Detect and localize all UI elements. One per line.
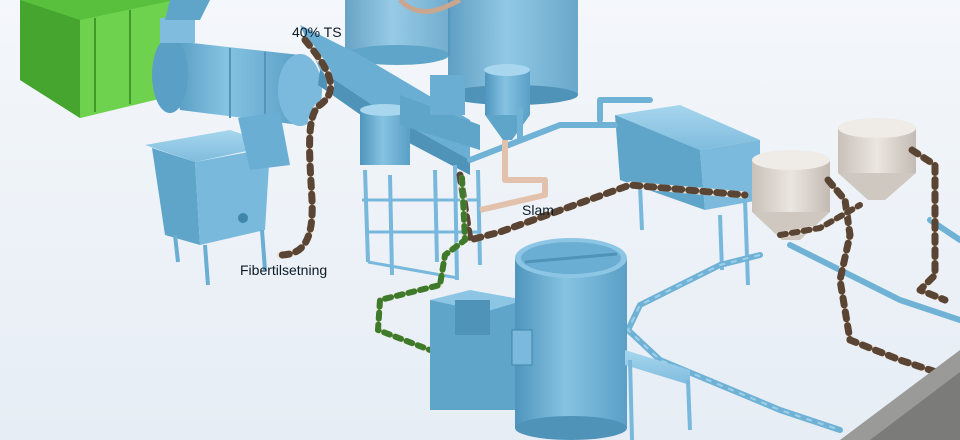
label-fiber: Fibertilsetning — [240, 262, 327, 278]
chemical-dosing-pipes — [777, 146, 949, 379]
beige-feed-pipe — [479, 140, 548, 213]
mixer-feed-pipe — [375, 175, 468, 353]
beige-dosing-tanks — [752, 118, 916, 240]
label-sludge: Slam — [522, 202, 554, 218]
blue-pipe-highlight — [626, 254, 841, 431]
green-container — [20, 0, 175, 118]
fiber-hopper — [145, 112, 290, 286]
mixing-tank — [430, 238, 692, 440]
screw-press-platform — [300, 25, 530, 281]
drum-dryer — [152, 0, 322, 126]
fiber-feed-pipe — [276, 36, 335, 259]
label-ts: 40% TS — [292, 24, 342, 40]
